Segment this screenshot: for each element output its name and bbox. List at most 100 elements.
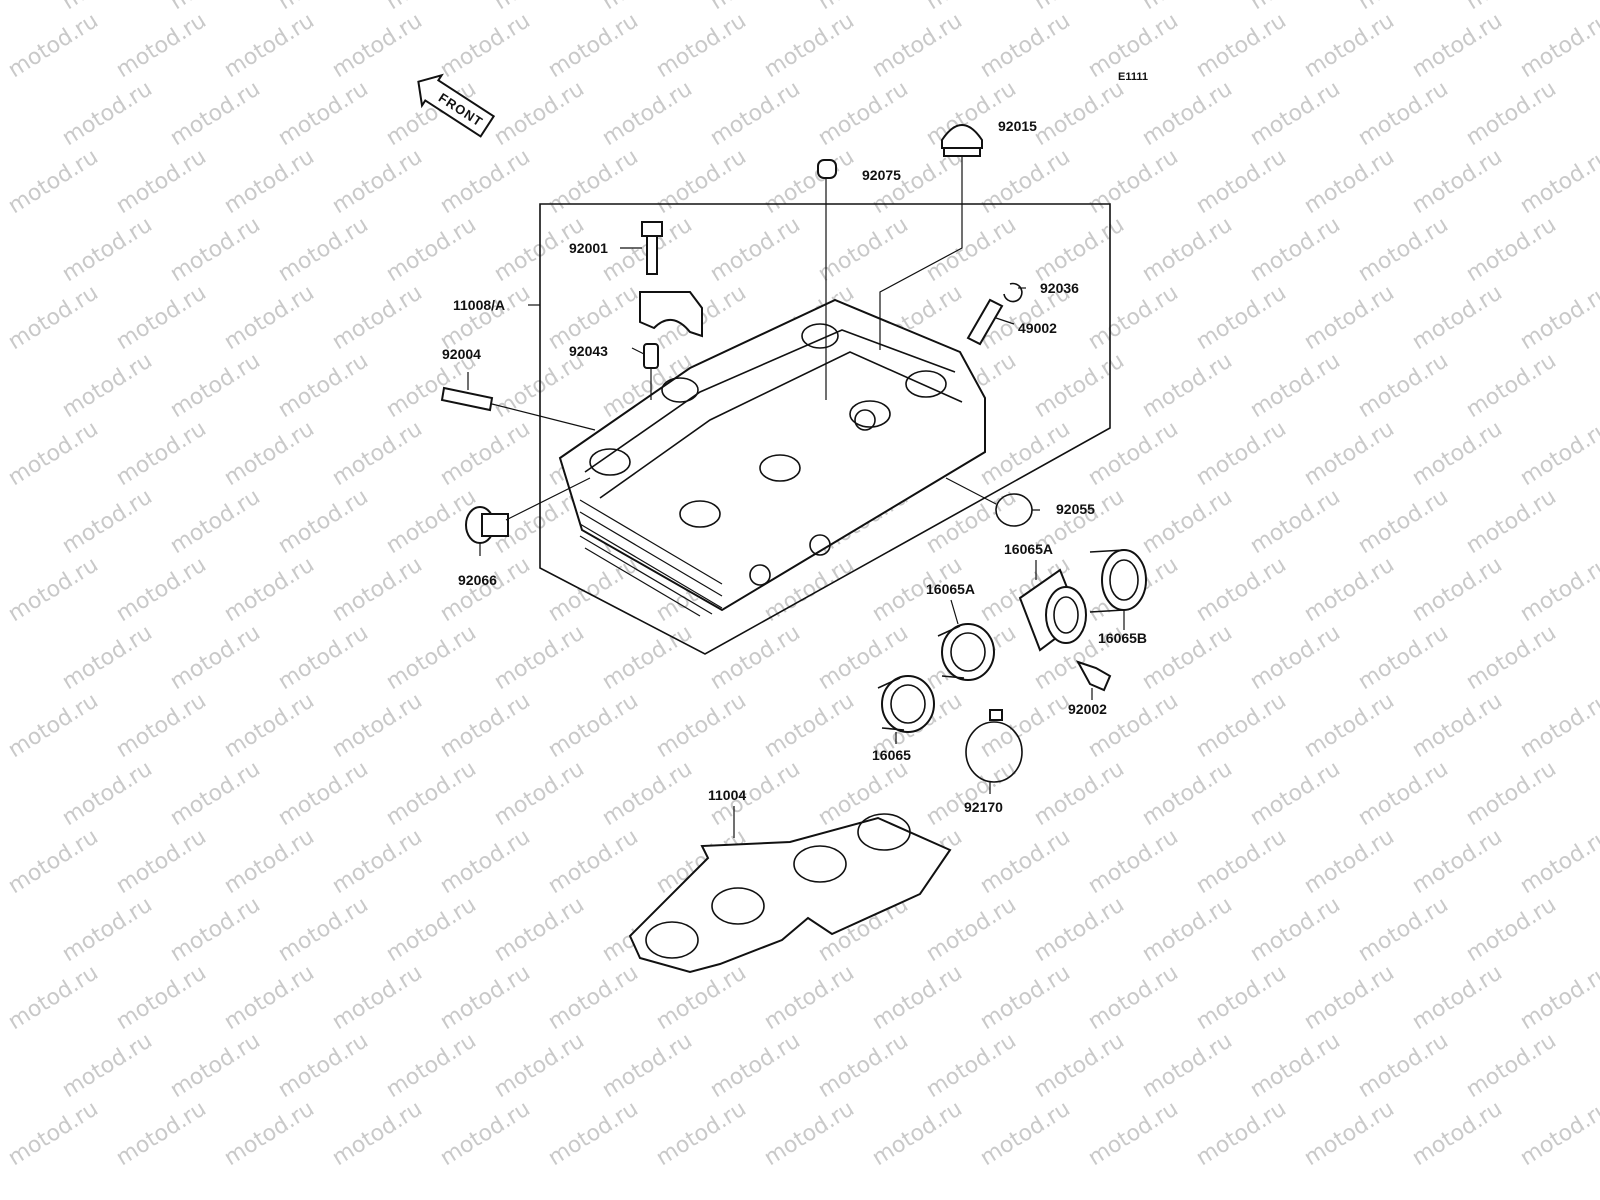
watermark-text: motod.ru — [112, 960, 211, 1035]
watermark-text: motod.ru — [1516, 416, 1600, 491]
watermark-text: motod.ru — [1246, 1028, 1345, 1103]
watermark-text: motod.ru — [1462, 212, 1561, 287]
watermark-text: motod.ru — [976, 824, 1075, 899]
watermark-text: motod.ru — [1084, 280, 1183, 355]
watermark-text: motod.ru — [220, 552, 319, 627]
watermark-text: motod.ru — [328, 280, 427, 355]
leader-lines — [467, 156, 1125, 838]
watermark-text: motod.ru — [220, 1096, 319, 1171]
watermark-text: motod.ru — [1084, 824, 1183, 899]
watermark-text: motod.ru — [598, 76, 697, 151]
watermark-text: motod.ru — [4, 824, 103, 899]
watermark-text: motod.ru — [1408, 416, 1507, 491]
watermark-text: motod.ru — [1246, 0, 1345, 15]
watermark-text: motod.ru — [814, 76, 913, 151]
watermark-text: motod.ru — [490, 892, 589, 967]
watermark-text: motod.ru — [1300, 280, 1399, 355]
watermark-text: motod.ru — [976, 144, 1075, 219]
watermark-text: motod.ru — [922, 756, 1021, 831]
watermark-text: motod.ru — [274, 756, 373, 831]
diagram-code: E1111 — [1118, 71, 1148, 83]
watermark-text: motod.ru — [1030, 892, 1129, 967]
watermark-text: motod.ru — [328, 552, 427, 627]
watermark-text: motod.ru — [1138, 1028, 1237, 1103]
watermark-text: motod.ru — [706, 0, 805, 15]
watermark-text: motod.ru — [1246, 348, 1345, 423]
watermark-text: motod.ru — [1138, 756, 1237, 831]
watermark-text: motod.ru — [976, 8, 1075, 83]
watermark-text: motod.ru — [328, 8, 427, 83]
watermark-text: motod.ru — [1192, 144, 1291, 219]
watermark-text: motod.ru — [382, 620, 481, 695]
watermark-text: motod.ru — [868, 1096, 967, 1171]
watermark-text: motod.ru — [58, 620, 157, 695]
watermark-text: motod.ru — [112, 552, 211, 627]
watermark-text: motod.ru — [220, 280, 319, 355]
watermark-text: motod.ru — [706, 76, 805, 151]
watermark-text: motod.ru — [1516, 280, 1600, 355]
watermark-text: motod.ru — [1030, 348, 1129, 423]
watermark-text: motod.ru — [544, 960, 643, 1035]
watermark-text: motod.ru — [1462, 76, 1561, 151]
watermark-text: motod.ru — [1354, 1028, 1453, 1103]
watermark-text: motod.ru — [544, 688, 643, 763]
part-label-16065a-2: 16065A — [926, 581, 975, 597]
part-label-16065a-1: 16065A — [1004, 541, 1053, 557]
part-label-11004: 11004 — [708, 787, 746, 803]
cam-cap-icon — [639, 291, 703, 338]
watermark-text: motod.ru — [598, 0, 697, 15]
watermark-text: motod.ru — [220, 144, 319, 219]
watermark-text: motod.ru — [436, 144, 535, 219]
circlip-92036-icon — [1003, 282, 1023, 303]
watermark-text: motod.ru — [4, 960, 103, 1035]
watermark-text: motod.ru — [166, 212, 265, 287]
watermark-text: motod.ru — [1192, 416, 1291, 491]
watermark-text: motod.ru — [706, 1028, 805, 1103]
watermark-text: motod.ru — [220, 824, 319, 899]
part-label-92170: 92170 — [964, 799, 1003, 815]
watermark-text: motod.ru — [652, 960, 751, 1035]
dowel-92043-icon — [643, 343, 659, 369]
watermark-text: motod.ru — [598, 756, 697, 831]
watermark-text: motod.ru — [274, 620, 373, 695]
watermark-text: motod.ru — [274, 76, 373, 151]
watermark-text: motod.ru — [706, 620, 805, 695]
pin-49002-icon — [966, 298, 1004, 346]
watermark-text: motod.ru — [598, 620, 697, 695]
watermark-text: motod.ru — [544, 824, 643, 899]
watermark-text: motod.ru — [1030, 0, 1129, 15]
watermark-text: motod.ru — [328, 824, 427, 899]
watermark-text: motod.ru — [814, 756, 913, 831]
watermark-text: motod.ru — [1300, 688, 1399, 763]
watermark-text: motod.ru — [652, 1096, 751, 1171]
watermark-text: motod.ru — [490, 1028, 589, 1103]
watermark-text: motod.ru — [436, 688, 535, 763]
watermark-text: motod.ru — [1408, 280, 1507, 355]
watermark-text: motod.ru — [1138, 484, 1237, 559]
watermark-text: motod.ru — [1192, 280, 1291, 355]
watermark-text: motod.ru — [1246, 892, 1345, 967]
watermark-text: motod.ru — [1408, 688, 1507, 763]
part-label-11008a: 11008/A — [453, 297, 505, 313]
watermark-text: motod.ru — [1246, 76, 1345, 151]
watermark-text: motod.ru — [1462, 620, 1561, 695]
watermark-text: motod.ru — [112, 8, 211, 83]
watermark-text: motod.ru — [328, 688, 427, 763]
watermark-text: motod.ru — [58, 484, 157, 559]
dowel-92075-icon — [817, 159, 837, 179]
watermark-text: motod.ru — [112, 280, 211, 355]
watermark-text: motod.ru — [1084, 144, 1183, 219]
watermark-text: motod.ru — [436, 552, 535, 627]
watermark-text: motod.ru — [166, 348, 265, 423]
watermark-text: motod.ru — [1408, 824, 1507, 899]
watermark-text: motod.ru — [274, 892, 373, 967]
watermark-text: motod.ru — [382, 892, 481, 967]
watermark-text: motod.ru — [274, 348, 373, 423]
watermark-text: motod.ru — [436, 280, 535, 355]
watermark-text: motod.ru — [544, 8, 643, 83]
bolt-92001-icon — [641, 221, 663, 275]
watermark-text: motod.ru — [1192, 8, 1291, 83]
watermark-text: motod.ru — [436, 1096, 535, 1171]
watermark-text: motod.ru — [1408, 144, 1507, 219]
watermark-text: motod.ru — [1462, 484, 1561, 559]
